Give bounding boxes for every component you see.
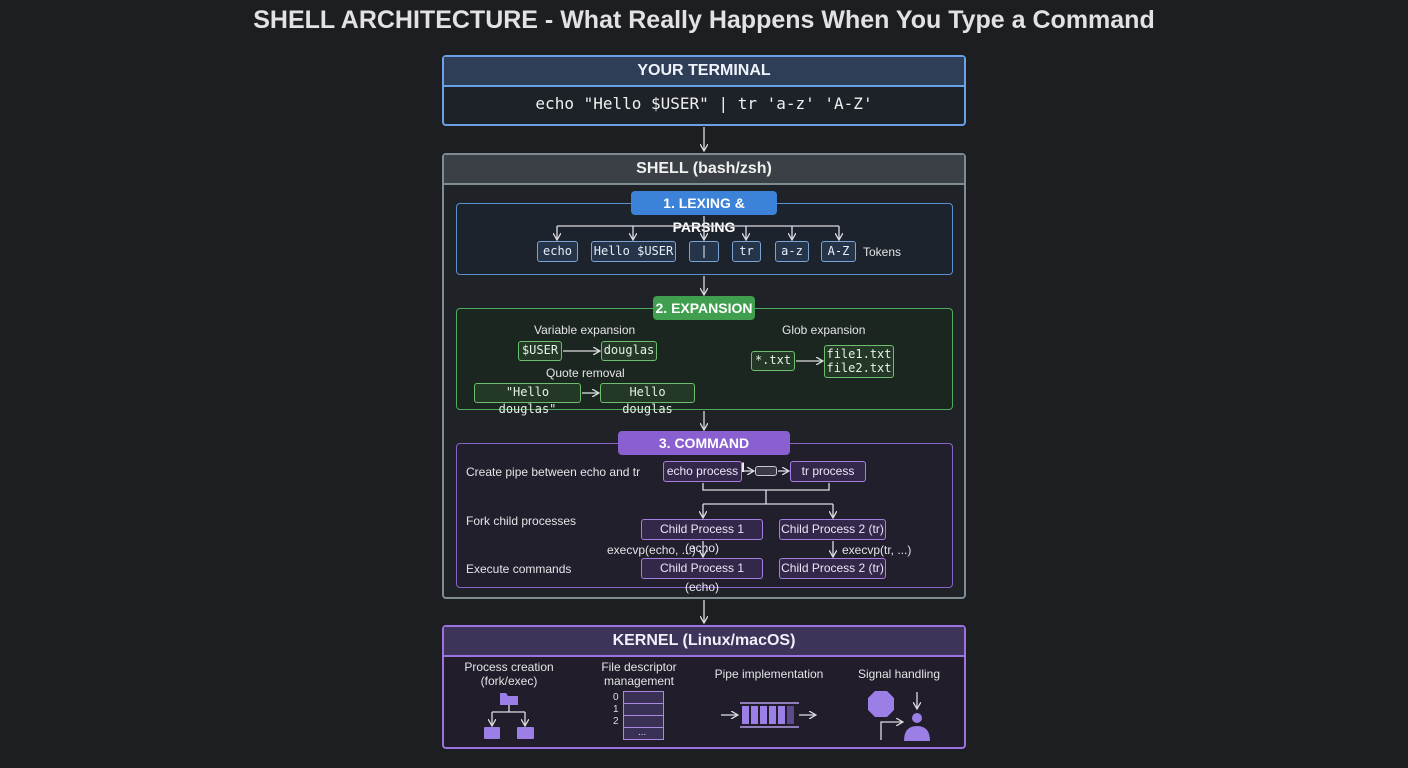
token-a-z: a-z: [775, 241, 809, 262]
glob-from-box: *.txt: [751, 351, 795, 371]
lexing-label: 1. LEXING & PARSING: [631, 191, 777, 235]
glob-file1: file1.txt: [826, 347, 892, 361]
kernel-signal-label: Signal handling: [844, 667, 954, 681]
tokens-label: Tokens: [863, 245, 902, 259]
token-hello-user: Hello $USER: [591, 241, 676, 262]
quote-removal-label: Quote removal: [546, 366, 625, 380]
terminal-box: YOUR TERMINAL echo "Hello $USER" | tr 'a…: [442, 55, 966, 126]
terminal-command: echo "Hello $USER" | tr 'a-z' 'A-Z': [535, 94, 873, 113]
execution-label: 3. COMMAND EXECUTION: [618, 431, 790, 475]
kernel-header: KERNEL (Linux/macOS): [444, 627, 964, 657]
kernel-process-line1: Process creation: [464, 660, 554, 674]
tr-process-box: tr process: [790, 461, 866, 482]
glob-to-box: file1.txt file2.txt: [824, 345, 894, 378]
expansion-label: 2. EXPANSION: [653, 296, 755, 320]
variable-expansion-label: Variable expansion: [534, 323, 636, 337]
pipe-icon: [755, 466, 777, 476]
page-title: SHELL ARCHITECTURE - What Really Happens…: [253, 6, 1155, 34]
var-to-box: douglas: [601, 341, 657, 361]
fd-0: 0: [613, 692, 619, 703]
stop-text: STOP: [870, 699, 892, 708]
fd-2: 2: [613, 716, 619, 727]
child1-exec-box: Child Process 1 (echo): [641, 558, 763, 594]
kernel-signal-line1: Signal handling: [857, 667, 941, 681]
execvp-echo-label: execvp(echo, ...): [607, 543, 696, 557]
shell-header: SHELL (bash/zsh): [444, 155, 964, 185]
kernel-fd-line2: management: [603, 674, 675, 688]
terminal-header: YOUR TERMINAL: [444, 57, 964, 87]
token-echo: echo: [537, 241, 578, 262]
kernel-pipe-line1: Pipe implementation: [714, 667, 824, 681]
create-pipe-label: Create pipe between echo and tr: [466, 465, 641, 479]
child2-exec-box: Child Process 2 (tr): [779, 558, 886, 579]
echo-process-box: echo process: [663, 461, 742, 482]
child2-fork-box: Child Process 2 (tr): [779, 519, 886, 540]
fd-table-icon: [623, 691, 664, 740]
kernel-fd-label: File descriptor management: [584, 660, 694, 688]
fd-1: 1: [613, 704, 619, 715]
var-from-box: $USER: [518, 341, 562, 361]
glob-file2: file2.txt: [826, 361, 892, 375]
kernel-pipe-label: Pipe implementation: [704, 667, 834, 681]
kernel-process-label: Process creation (fork/exec): [454, 660, 564, 688]
glob-expansion-label: Glob expansion: [782, 323, 866, 337]
fork-label: Fork child processes: [466, 514, 577, 528]
execute-label: Execute commands: [466, 562, 572, 576]
quote-to-box: Hello douglas: [600, 383, 695, 416]
quote-from-box: "Hello douglas": [474, 383, 581, 416]
fd-more: ...: [638, 727, 647, 738]
token-tr: tr: [732, 241, 761, 262]
token-A-Z: A-Z: [821, 241, 856, 262]
execvp-tr-label: execvp(tr, ...): [842, 543, 912, 557]
kernel-fd-line1: File descriptor: [601, 660, 677, 674]
token-pipe: |: [689, 241, 719, 262]
child1-fork-box: Child Process 1 (echo): [641, 519, 763, 555]
kernel-process-line2: (fork/exec): [480, 674, 538, 688]
